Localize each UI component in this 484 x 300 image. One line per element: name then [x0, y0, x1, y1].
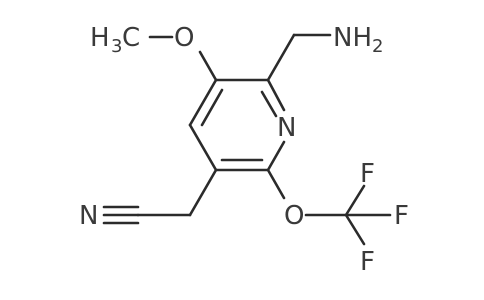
- atom-f-mid: F: [394, 201, 409, 231]
- atom-methoxy-o: O: [174, 23, 194, 53]
- atom-methyl-c: C: [122, 23, 140, 53]
- bond-n1-c6: [266, 140, 286, 172]
- bond-c5-ch2: [188, 168, 218, 217]
- atom-amine-nh: NH: [333, 23, 372, 53]
- bond-c2-ch2: [266, 33, 296, 82]
- bond-c3-o: [198, 50, 218, 82]
- atom-f-bot: F: [360, 247, 375, 277]
- atom-f-top: F: [360, 159, 375, 189]
- bond-c2-n1: [266, 78, 286, 112]
- bond-c-f-top: [344, 184, 366, 217]
- atom-methyl-h: H: [90, 23, 110, 53]
- bond-c4-c3-inner: [200, 88, 224, 127]
- bond-c-f-bot: [344, 213, 366, 246]
- bond-c4-c3: [188, 78, 218, 127]
- atom-ring-n: N: [277, 113, 296, 143]
- bond-c2-n1-inner: [260, 90, 278, 118]
- bond-c6-o: [266, 168, 286, 200]
- bond-c5-c4: [188, 123, 218, 172]
- atom-amine-sub: 2: [372, 36, 383, 57]
- atom-methyl-sub: 3: [111, 36, 122, 57]
- atom-ether-o: O: [284, 201, 304, 231]
- atom-nitrile-n: N: [79, 201, 98, 231]
